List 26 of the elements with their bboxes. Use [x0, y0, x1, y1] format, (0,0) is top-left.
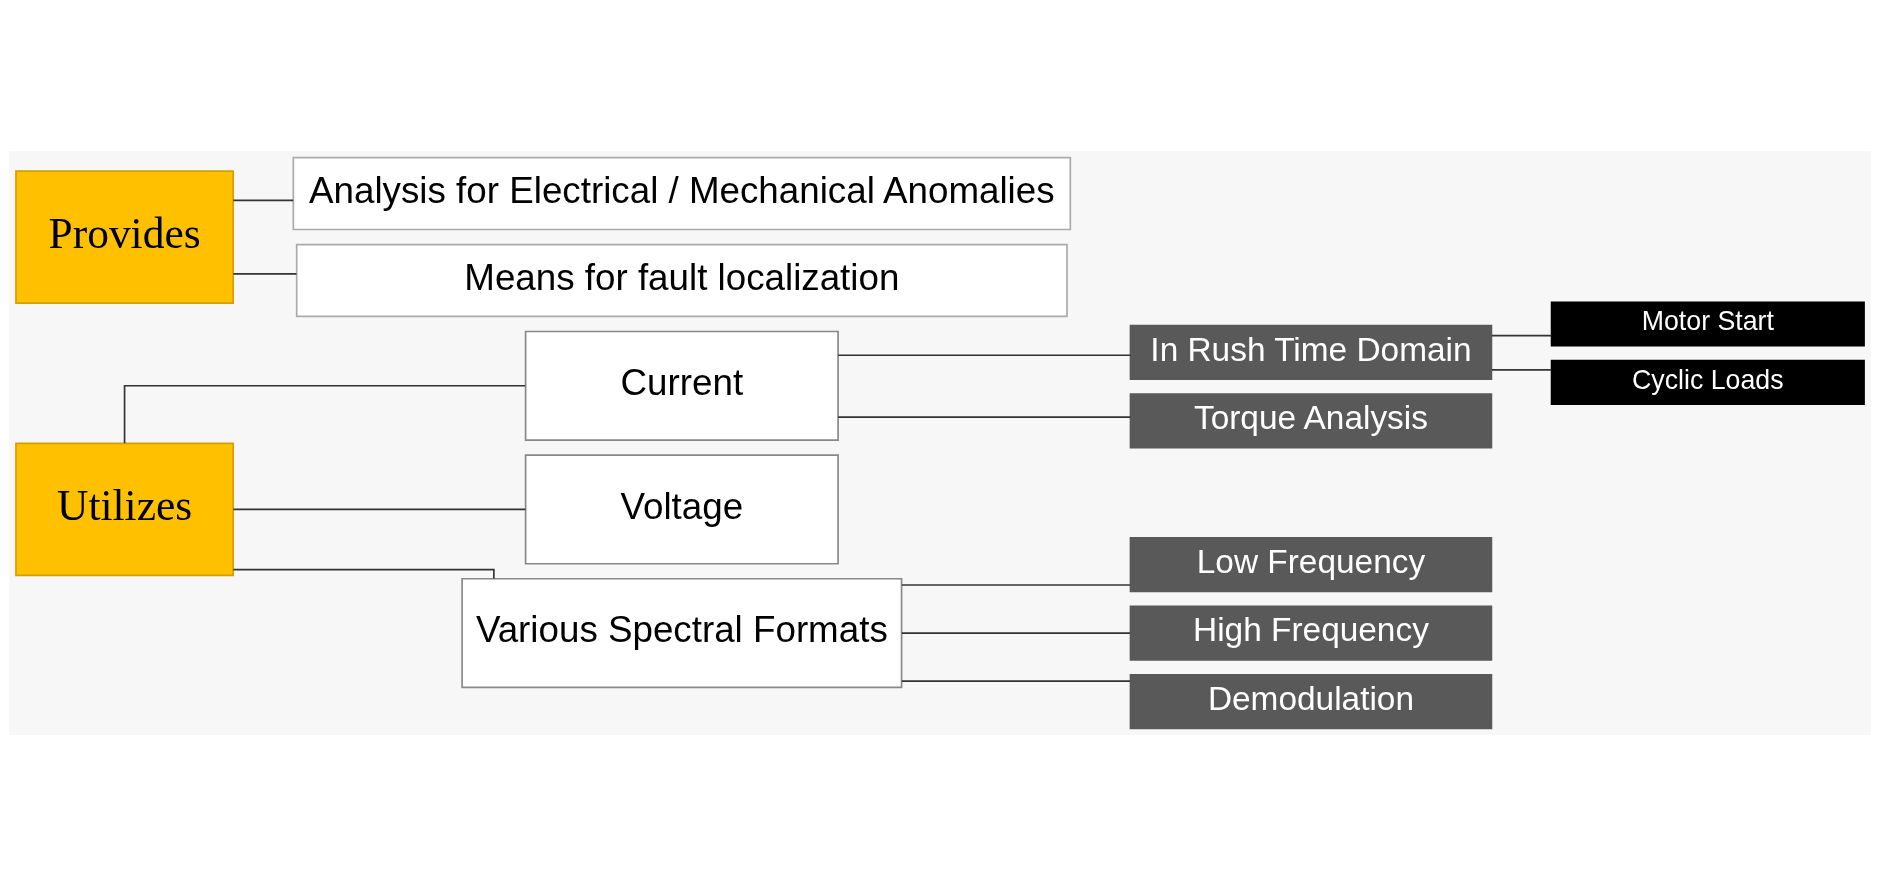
node-box: Cyclic Loads: [1550, 359, 1865, 405]
connector: [837, 416, 1132, 418]
node-box: Analysis for Electrical / Mechanical Anomalies: [292, 156, 1072, 231]
connector: [1491, 334, 1553, 337]
connector: [232, 273, 298, 275]
node-box: Various Spectral Formats: [461, 577, 903, 689]
connector: [837, 354, 1132, 357]
connector: [232, 508, 527, 511]
node-box: In Rush Time Domain: [1129, 324, 1493, 380]
connector: [232, 199, 294, 202]
node-box: Torque Analysis: [1129, 393, 1493, 449]
connector: [123, 384, 526, 445]
connector: [232, 568, 495, 580]
node-box: Motor Start: [1550, 301, 1865, 347]
connector: [901, 584, 1131, 586]
node-box: Current: [524, 330, 839, 441]
connector: [901, 680, 1131, 682]
node-box: High Frequency: [1129, 605, 1493, 661]
connector: [901, 632, 1131, 634]
node-box: Demodulation: [1129, 674, 1493, 730]
node-box: Utilizes: [15, 442, 234, 577]
node-box: Low Frequency: [1129, 537, 1493, 593]
node-box: Voltage: [524, 454, 839, 565]
node-box: Means for fault localization: [295, 243, 1068, 318]
connector: [1491, 369, 1553, 371]
node-box: Provides: [15, 170, 234, 304]
